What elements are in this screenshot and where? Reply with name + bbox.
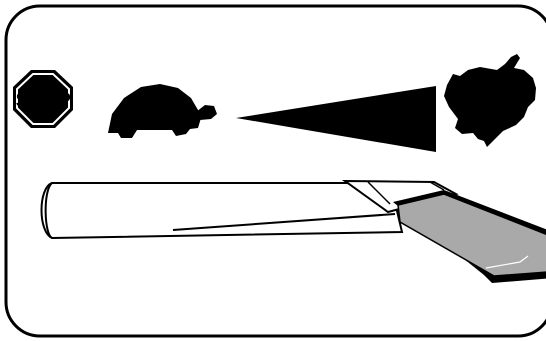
stop-sign-icon: STOP — [13, 70, 73, 128]
rabbit-icon — [444, 54, 536, 147]
slider-lever-icon[interactable] — [393, 190, 546, 283]
stop-sign-label: STOP — [16, 89, 71, 112]
slider-indicator-line — [172, 213, 396, 231]
diagram-frame — [4, 4, 546, 338]
slider-track-end — [40, 182, 53, 239]
slider-track — [44, 182, 404, 240]
speed-wedge-icon — [236, 86, 436, 152]
slider-lever-shaft[interactable] — [341, 179, 459, 214]
turtle-icon — [108, 84, 217, 138]
